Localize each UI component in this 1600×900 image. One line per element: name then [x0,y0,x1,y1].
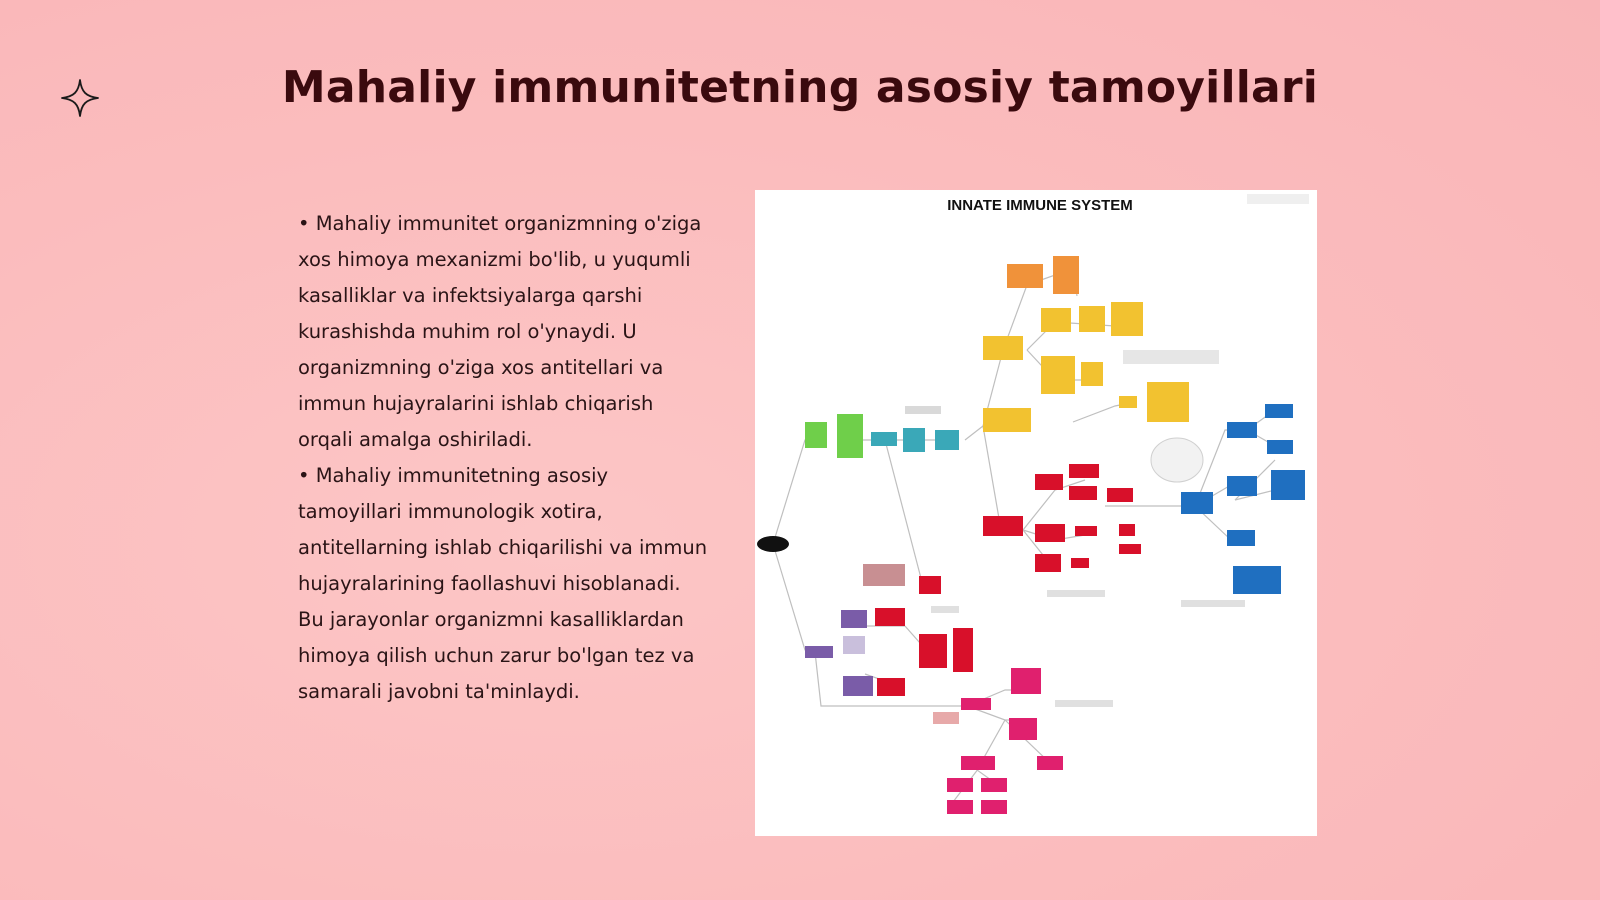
teal-node-group [871,428,959,452]
start-node [757,536,789,552]
four-point-star-icon [61,79,99,117]
orange-node-group [1007,256,1079,294]
yellow-node-group [983,302,1189,432]
diagram-title: INNATE IMMUNE SYSTEM [947,197,1133,214]
red-node-group [875,464,1141,696]
diagram-canvas: INNATE IMMUNE SYSTEM [757,194,1309,814]
paragraph-1: • Mahaliy immunitet organizmning o'ziga … [298,212,702,451]
magenta-node-group [947,668,1063,814]
blue-node-group [1181,404,1305,594]
purple-label-box [843,636,865,654]
purple-node-group [805,610,873,696]
text-body: • Mahaliy immunitet organizmning o'ziga … [298,206,708,710]
annotation-oval [1150,437,1204,483]
innate-immune-system-diagram: INNATE IMMUNE SYSTEM [755,190,1317,836]
green-node-group [805,414,863,458]
label-box [1055,700,1113,707]
label-box [1181,600,1245,607]
corner-label-box [1247,194,1309,204]
label-box [931,606,959,613]
paragraph-2: • Mahaliy immunitetning asosiy tamoyilla… [298,464,708,703]
label-box [1047,590,1105,597]
slide-title: Mahaliy immunitetning asosiy tamoyillari [281,62,1319,113]
label-box [1123,350,1219,364]
mauve-node [863,564,905,586]
pink-node [933,712,959,724]
label-box [905,406,941,414]
